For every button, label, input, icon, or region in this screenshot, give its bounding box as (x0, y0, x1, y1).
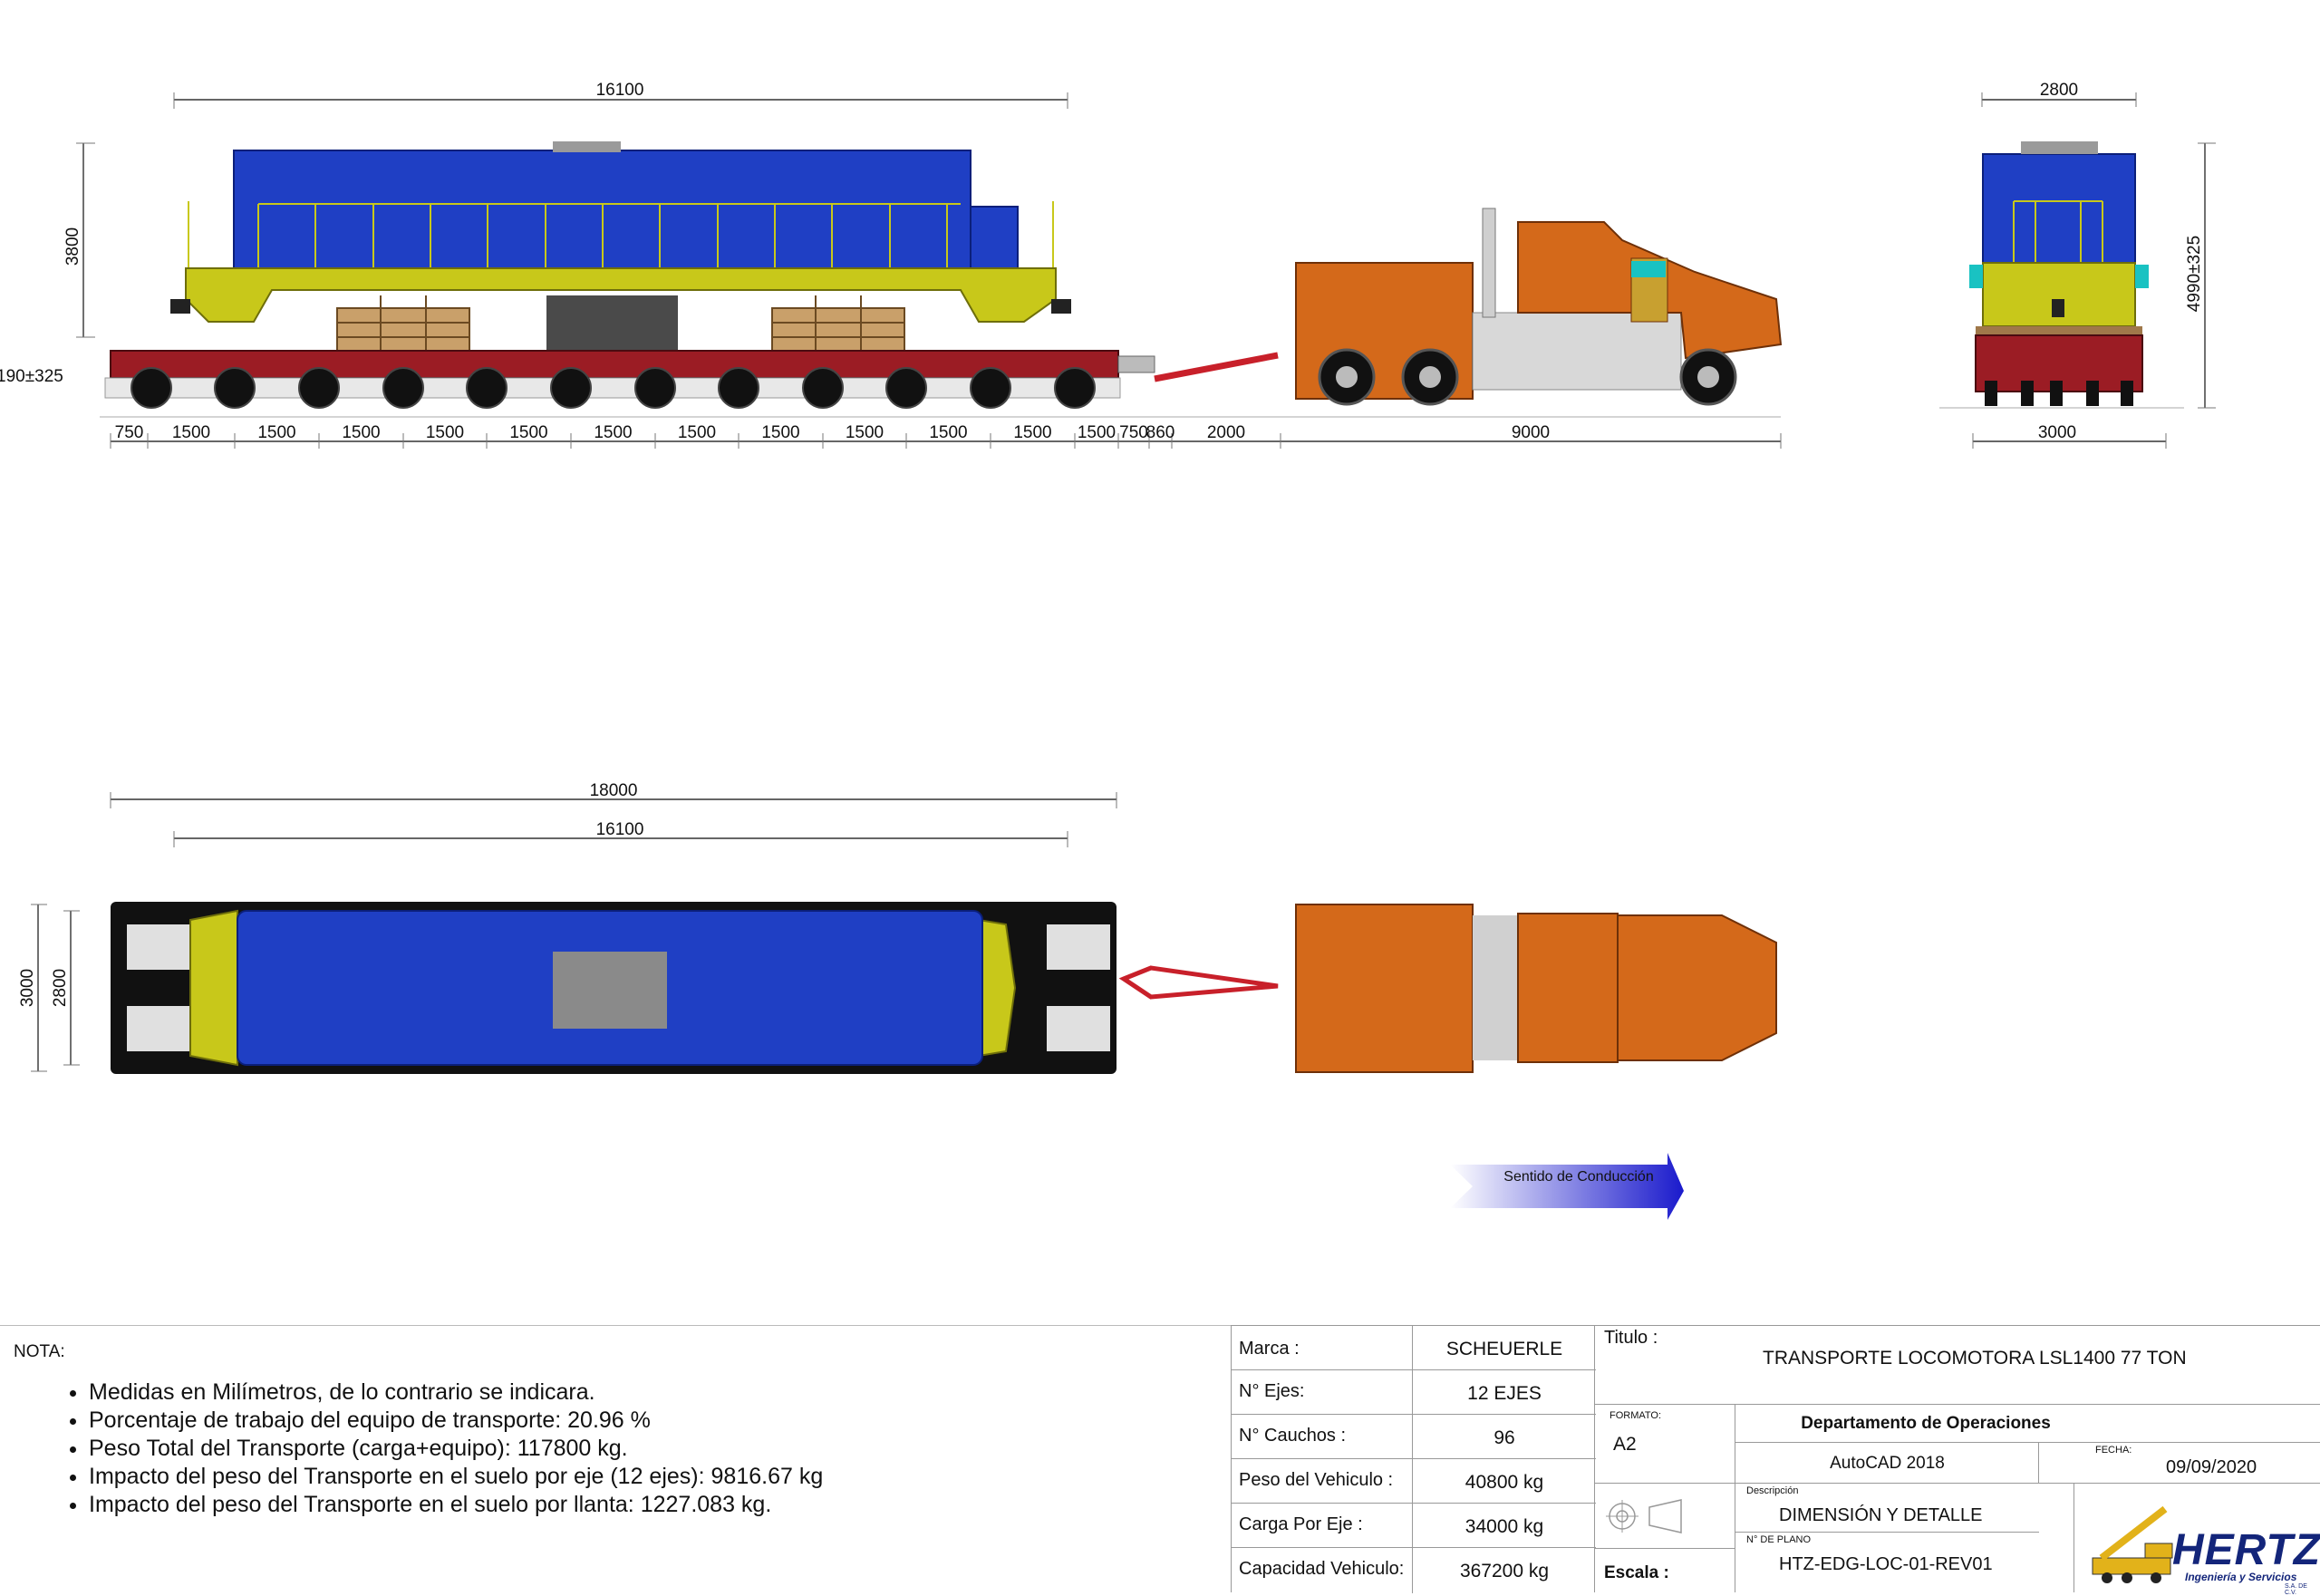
axle-spacing-label: 1500 (1013, 423, 1051, 442)
axle-spacing-label: 2000 (1207, 423, 1245, 442)
projection-symbol-icon (1606, 1499, 1682, 1533)
axle-spacing-label: 750 (1119, 423, 1148, 442)
note-item: Impacto del peso del Transporte en el su… (89, 1463, 823, 1491)
spec-value-capacidad: 367200 kg (1459, 1561, 1550, 1581)
axle-spacing-label: 1500 (929, 423, 967, 442)
projection-cell (1595, 1484, 1735, 1549)
spec-value-peso: 40800 kg (1464, 1472, 1544, 1493)
escala-label: Escala : (1604, 1563, 1669, 1582)
dim-front-width-bottom: 3000 (2038, 423, 2076, 442)
escala-cell: Escala : (1595, 1549, 1735, 1592)
software-value: AutoCAD 2018 (1830, 1454, 1945, 1473)
notes-title: NOTA: (14, 1342, 65, 1361)
plano-cell: N° DE PLANO HTZ-EDG-LOC-01-REV01 (1735, 1533, 2039, 1592)
descripcion-cell: Descripción DIMENSIÓN Y DETALLE (1735, 1484, 2039, 1533)
note-item: Porcentaje de trabajo del equipo de tran… (89, 1407, 823, 1435)
note-item: Impacto del peso del Transporte en el su… (89, 1491, 823, 1519)
dim-side-overall: 16100 (596, 81, 644, 100)
software-cell: AutoCAD 2018 (1735, 1443, 2039, 1484)
spec-value-carga: 34000 kg (1464, 1516, 1544, 1537)
axle-spacing-label: 1500 (426, 423, 464, 442)
axle-spacing-label: 1500 (342, 423, 380, 442)
driving-direction-arrow: Sentido de Conducción (1450, 1153, 1684, 1220)
notes-list: Medidas en Milímetros, de lo contrario s… (36, 1378, 823, 1519)
axle-spacing-label: 860 (1146, 423, 1175, 442)
spec-label-carga: Carga Por Eje : (1239, 1514, 1363, 1534)
formato-cell: FORMATO: A2 (1595, 1405, 1735, 1484)
axle-spacing-label: 1500 (678, 423, 716, 442)
spec-label-cauchos: N° Cauchos : (1239, 1426, 1347, 1446)
axle-spacing-label: 1500 (846, 423, 884, 442)
spec-value-cauchos: 96 (1494, 1427, 1515, 1448)
front-view: 2800 4990±325 3000 (1939, 81, 2216, 449)
axle-spacing-label: 1500 (594, 423, 632, 442)
dim-top-locomotive: 16100 (596, 820, 644, 839)
titulo-label: Titulo : (1604, 1328, 1658, 1348)
direction-label: Sentido de Conducción (1503, 1169, 1653, 1185)
axle-spacing-label: 9000 (1512, 423, 1550, 442)
spec-label-ejes: N° Ejes: (1239, 1381, 1305, 1401)
axle-spacing-label: 1500 (1078, 423, 1116, 442)
formato-label: FORMATO: (1610, 1410, 1662, 1421)
spec-label-marca: Marca : (1239, 1339, 1300, 1359)
departamento-cell: Departamento de Operaciones (1735, 1405, 2320, 1443)
axle-spacing-label: 1500 (172, 423, 210, 442)
department-name: Departamento de Operaciones (1801, 1414, 2051, 1433)
fecha-cell: FECHA: 09/09/2020 (2039, 1443, 2320, 1484)
spec-label-peso: Peso del Vehiculo : (1239, 1470, 1394, 1490)
fecha-label: FECHA: (2095, 1445, 2132, 1456)
crane-truck-icon (2092, 1505, 2173, 1583)
logo-sa: S.A. DE C.V. (2285, 1583, 2307, 1596)
specs-table: Marca : SCHEUERLE N° Ejes: 12 EJES N° Ca… (1231, 1325, 1596, 1593)
top-view: 18000 16100 3000 2800 (18, 781, 1777, 1074)
spec-value-ejes: 12 EJES (1467, 1383, 1542, 1404)
fecha-value: 09/09/2020 (2166, 1457, 2257, 1477)
title-block: Marca : SCHEUERLE N° Ejes: 12 EJES N° Ca… (1231, 1325, 2320, 1596)
spec-value-marca: SCHEUERLE (1445, 1339, 1563, 1359)
dim-side-ground: 190±325 (0, 367, 63, 386)
note-item: Peso Total del Transporte (carga+equipo)… (89, 1435, 823, 1463)
logo-subtitle: Ingeniería y Servicios (2185, 1571, 2297, 1583)
dim-side-height: 3800 (63, 227, 82, 266)
side-view: 16100 3800 190±325 (0, 81, 1783, 442)
axle-spacing-label: 750 (115, 423, 144, 442)
logo-text: HERTZ (2172, 1526, 2320, 1574)
axle-spacing-label: 1500 (257, 423, 295, 442)
dim-front-width-top: 2800 (2040, 81, 2078, 100)
note-item: Medidas en Milímetros, de lo contrario s… (89, 1378, 823, 1407)
plano-label: N° DE PLANO (1746, 1534, 1812, 1545)
spec-label-capacidad: Capacidad Vehiculo: (1239, 1559, 1405, 1579)
dim-front-height: 4990±325 (2185, 236, 2204, 312)
titulo-cell: Titulo : TRANSPORTE LOCOMOTORA LSL1400 7… (1595, 1325, 2320, 1405)
formato-value: A2 (1613, 1434, 1637, 1455)
descripcion-label: Descripción (1746, 1485, 1799, 1496)
plano-value: HTZ-EDG-LOC-01-REV01 (1779, 1554, 1993, 1574)
axle-spacing-label: 1500 (509, 423, 547, 442)
descripcion-value: DIMENSIÓN Y DETALLE (1779, 1505, 1983, 1525)
dim-top-width-inner: 2800 (51, 969, 70, 1007)
drawing-title: TRANSPORTE LOCOMOTORA LSL1400 77 TON (1763, 1348, 2187, 1369)
dim-top-overall: 18000 (590, 781, 638, 800)
company-logo: HERTZ Ingeniería y Servicios S.A. DE C.V… (2074, 1484, 2320, 1596)
notes-block: NOTA: Medidas en Milímetros, de lo contr… (0, 1325, 1231, 1593)
dim-top-width-outer: 3000 (18, 969, 37, 1007)
axle-spacing-label: 1500 (761, 423, 799, 442)
